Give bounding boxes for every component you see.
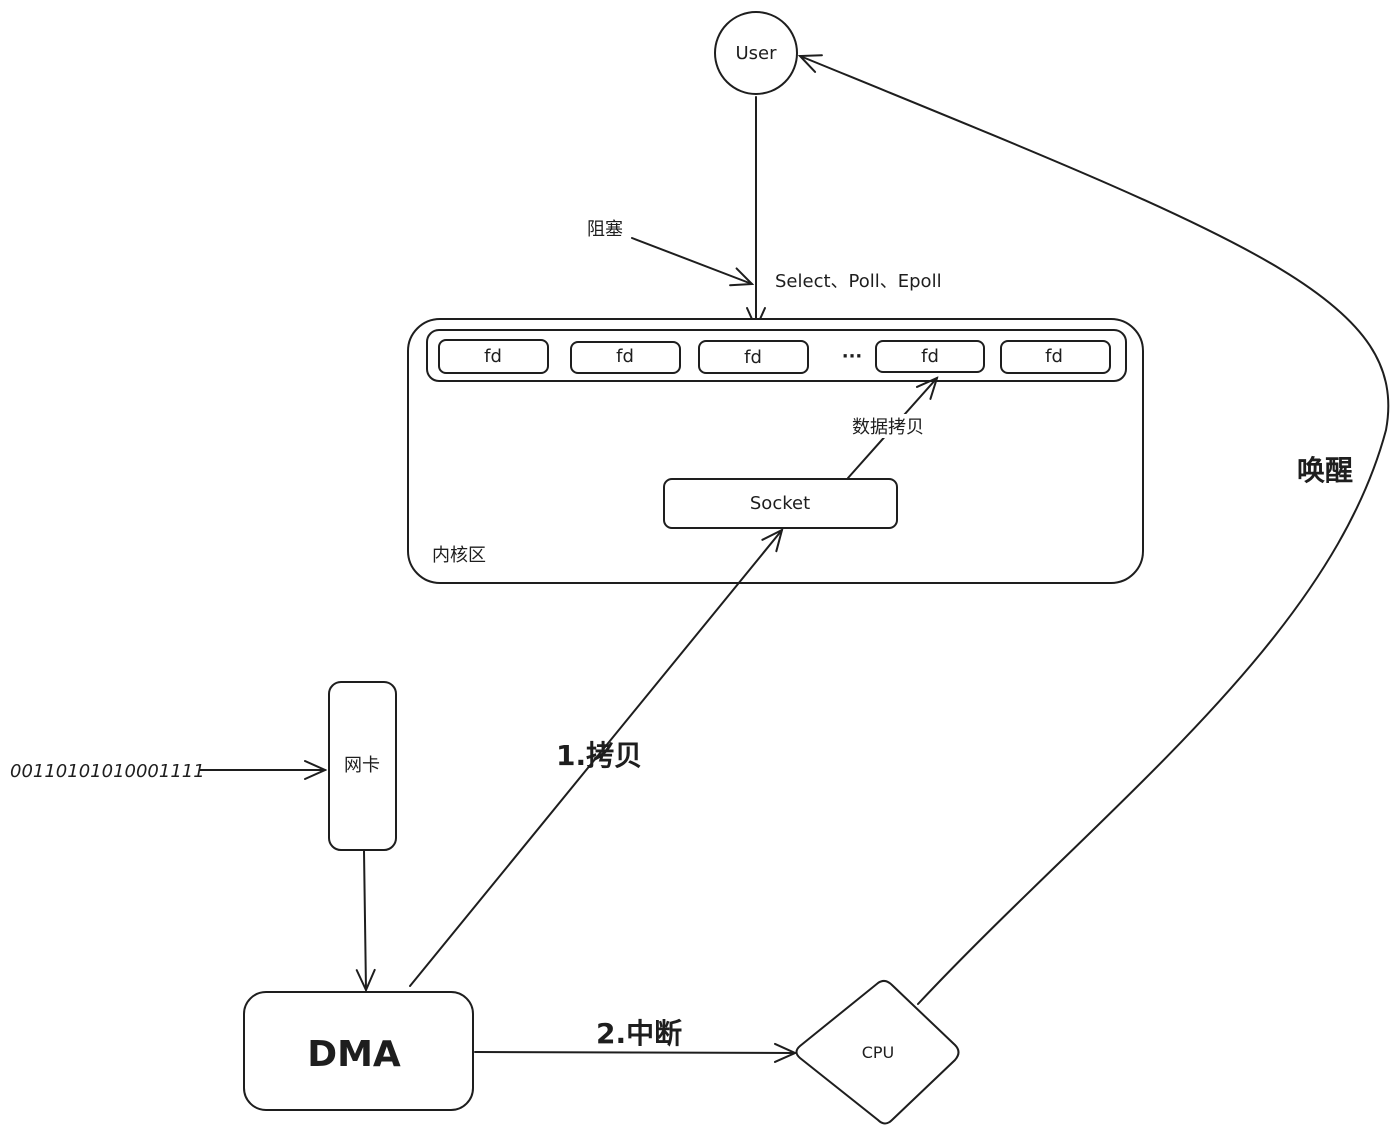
dma-label: DMA (307, 1034, 401, 1075)
dma-node[interactable]: DMA (243, 991, 474, 1111)
fd-label: fd (921, 346, 939, 367)
syscall-label: Select、Poll、Epoll (775, 271, 942, 292)
wakeup-label: 唤醒 (1297, 454, 1353, 487)
fd-ellipsis: ··· (842, 346, 863, 367)
user-circle (714, 11, 798, 95)
fd-item[interactable]: fd (1000, 340, 1111, 374)
copy-label: 1.拷贝 (556, 739, 642, 772)
block-arrow[interactable] (631, 237, 752, 284)
fd-box (1000, 340, 1111, 374)
fd-label: fd (744, 347, 762, 368)
fd-box (438, 339, 549, 374)
user-label: User (735, 43, 777, 64)
kernel-region[interactable]: 内核区 (407, 318, 1144, 584)
nic-node[interactable]: 网卡 (328, 681, 397, 851)
cpu-diamond (795, 979, 960, 1125)
user-node[interactable]: User (714, 11, 798, 95)
fd-label: fd (484, 346, 502, 367)
fd-box (570, 341, 681, 374)
fd-box (698, 340, 809, 374)
fd-item[interactable]: fd (438, 339, 549, 374)
kernel-label: 内核区 (432, 545, 486, 566)
wakeup-arrow[interactable] (800, 56, 1390, 1005)
nic-to-dma-arrow[interactable] (364, 850, 366, 990)
data-copy-label-bg (850, 414, 934, 438)
cpu-node[interactable]: CPU (795, 979, 960, 1125)
interrupt-arrow[interactable] (474, 1052, 795, 1053)
fd-label: fd (1045, 346, 1063, 367)
fd-item[interactable]: fd (875, 340, 985, 373)
fd-item[interactable]: fd (570, 341, 681, 374)
fd-box (875, 340, 985, 373)
input-bits-label: 00110101010001111 (10, 761, 205, 782)
data-copy-label: 数据拷贝 (852, 417, 924, 438)
socket-node[interactable]: Socket (663, 478, 898, 529)
copy-arrow[interactable] (409, 530, 782, 987)
kernel-box (407, 318, 1144, 584)
nic-box (328, 681, 397, 851)
dma-box (243, 991, 474, 1111)
nic-label: 网卡 (344, 755, 380, 776)
fd-label: fd (616, 346, 634, 367)
interrupt-label: 2.中断 (596, 1017, 682, 1050)
block-label: 阻塞 (587, 219, 623, 240)
socket-box (663, 478, 898, 529)
fd-item[interactable]: fd (698, 340, 809, 374)
socket-label: Socket (750, 493, 810, 514)
cpu-label: CPU (862, 1043, 895, 1062)
